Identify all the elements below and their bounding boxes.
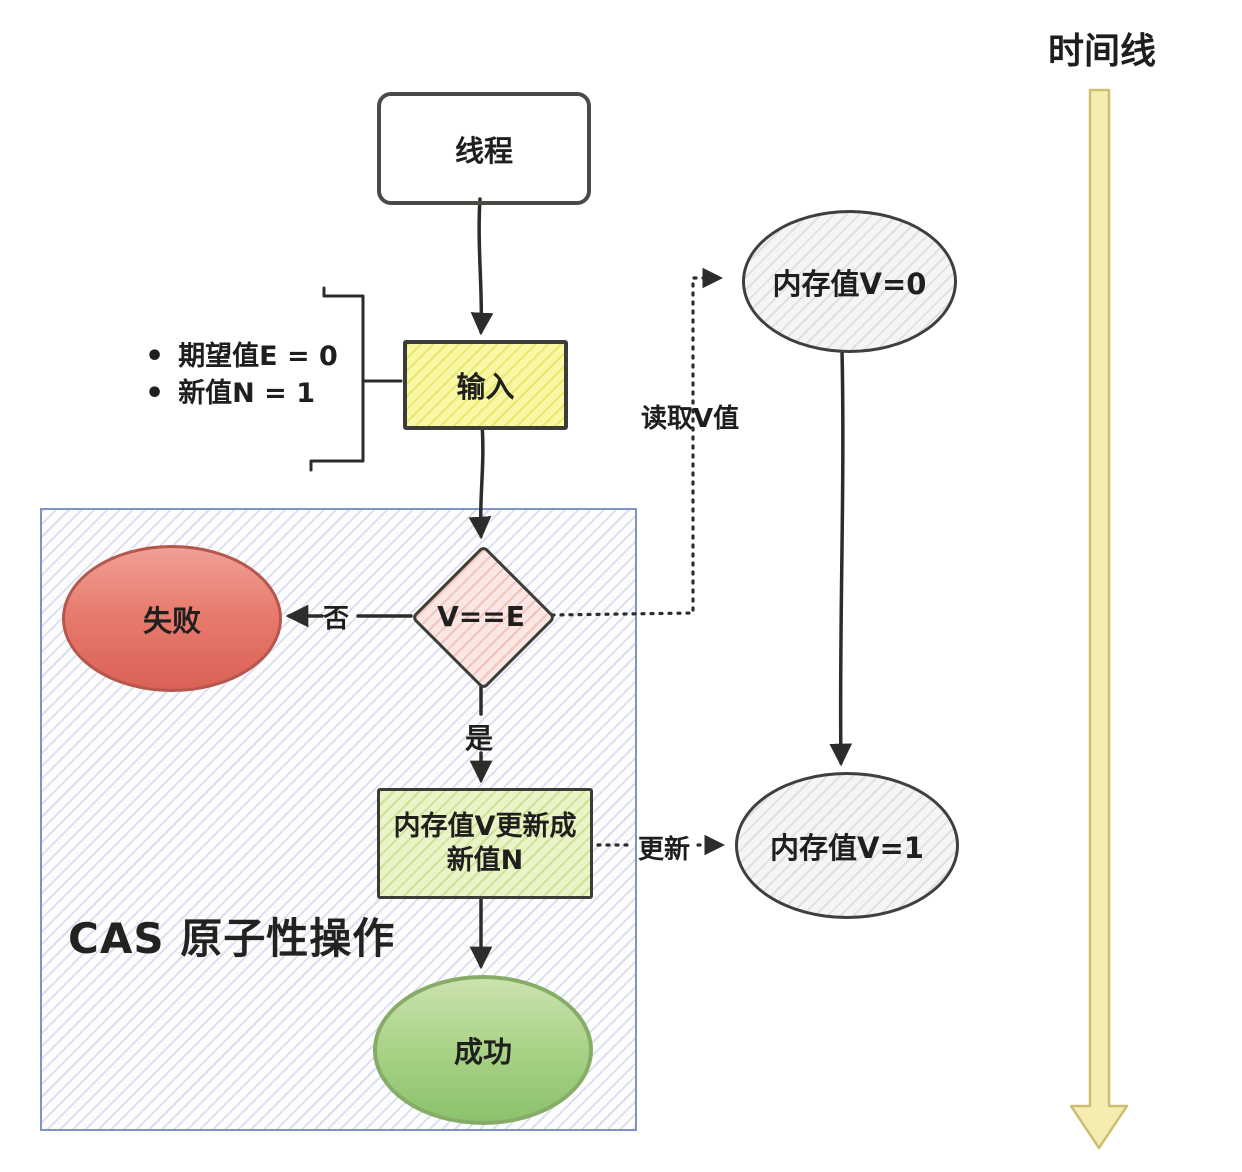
edge-label-read-v: 读取V值 <box>641 404 740 434</box>
timeline-title: 时间线 <box>1048 31 1157 72</box>
decision-node-label: V==E <box>437 599 525 633</box>
input-node: 输入 <box>403 340 568 430</box>
arrow-input-to-decision <box>468 422 492 540</box>
arrow-thread-to-input <box>470 197 494 336</box>
thread-node: 线程 <box>377 92 591 205</box>
input-params-list: • 期望值E = 0 • 新值N = 1 <box>145 338 338 412</box>
input-param-new: 新值N = 1 <box>178 378 315 409</box>
fail-node-label: 失败 <box>142 603 201 638</box>
memory-v1-label: 内存值V=1 <box>770 830 924 865</box>
input-node-label: 输入 <box>456 370 515 404</box>
update-node-label: 内存值V更新成 新值N <box>393 810 577 876</box>
bullet-icon: • <box>145 376 165 411</box>
edge-label-no: 否 <box>323 604 350 634</box>
bracket-input-params <box>309 286 365 472</box>
timeline-arrow <box>1069 88 1129 1150</box>
bullet-icon: • <box>145 339 165 374</box>
cas-region-title: CAS 原子性操作 <box>68 914 396 963</box>
memory-v0-node: 内存值V=0 <box>742 210 957 353</box>
success-node: 成功 <box>373 975 593 1125</box>
fail-node: 失败 <box>62 545 282 692</box>
memory-v0-label: 内存值V=0 <box>772 266 927 301</box>
edge-label-yes: 是 <box>465 722 494 755</box>
success-node-label: 成功 <box>453 1035 512 1069</box>
input-param-expected: 期望值E = 0 <box>178 341 338 372</box>
thread-node-label: 线程 <box>454 133 513 168</box>
edge-label-update: 更新 <box>638 835 691 865</box>
input-param-item: • 新值N = 1 <box>145 375 338 412</box>
arrow-memory-v0-to-v1 <box>829 348 853 767</box>
input-param-item: • 期望值E = 0 <box>145 338 338 375</box>
memory-v1-node: 内存值V=1 <box>735 772 959 919</box>
update-node: 内存值V更新成 新值N <box>377 788 593 899</box>
dashed-arrow-read-v <box>550 267 724 617</box>
